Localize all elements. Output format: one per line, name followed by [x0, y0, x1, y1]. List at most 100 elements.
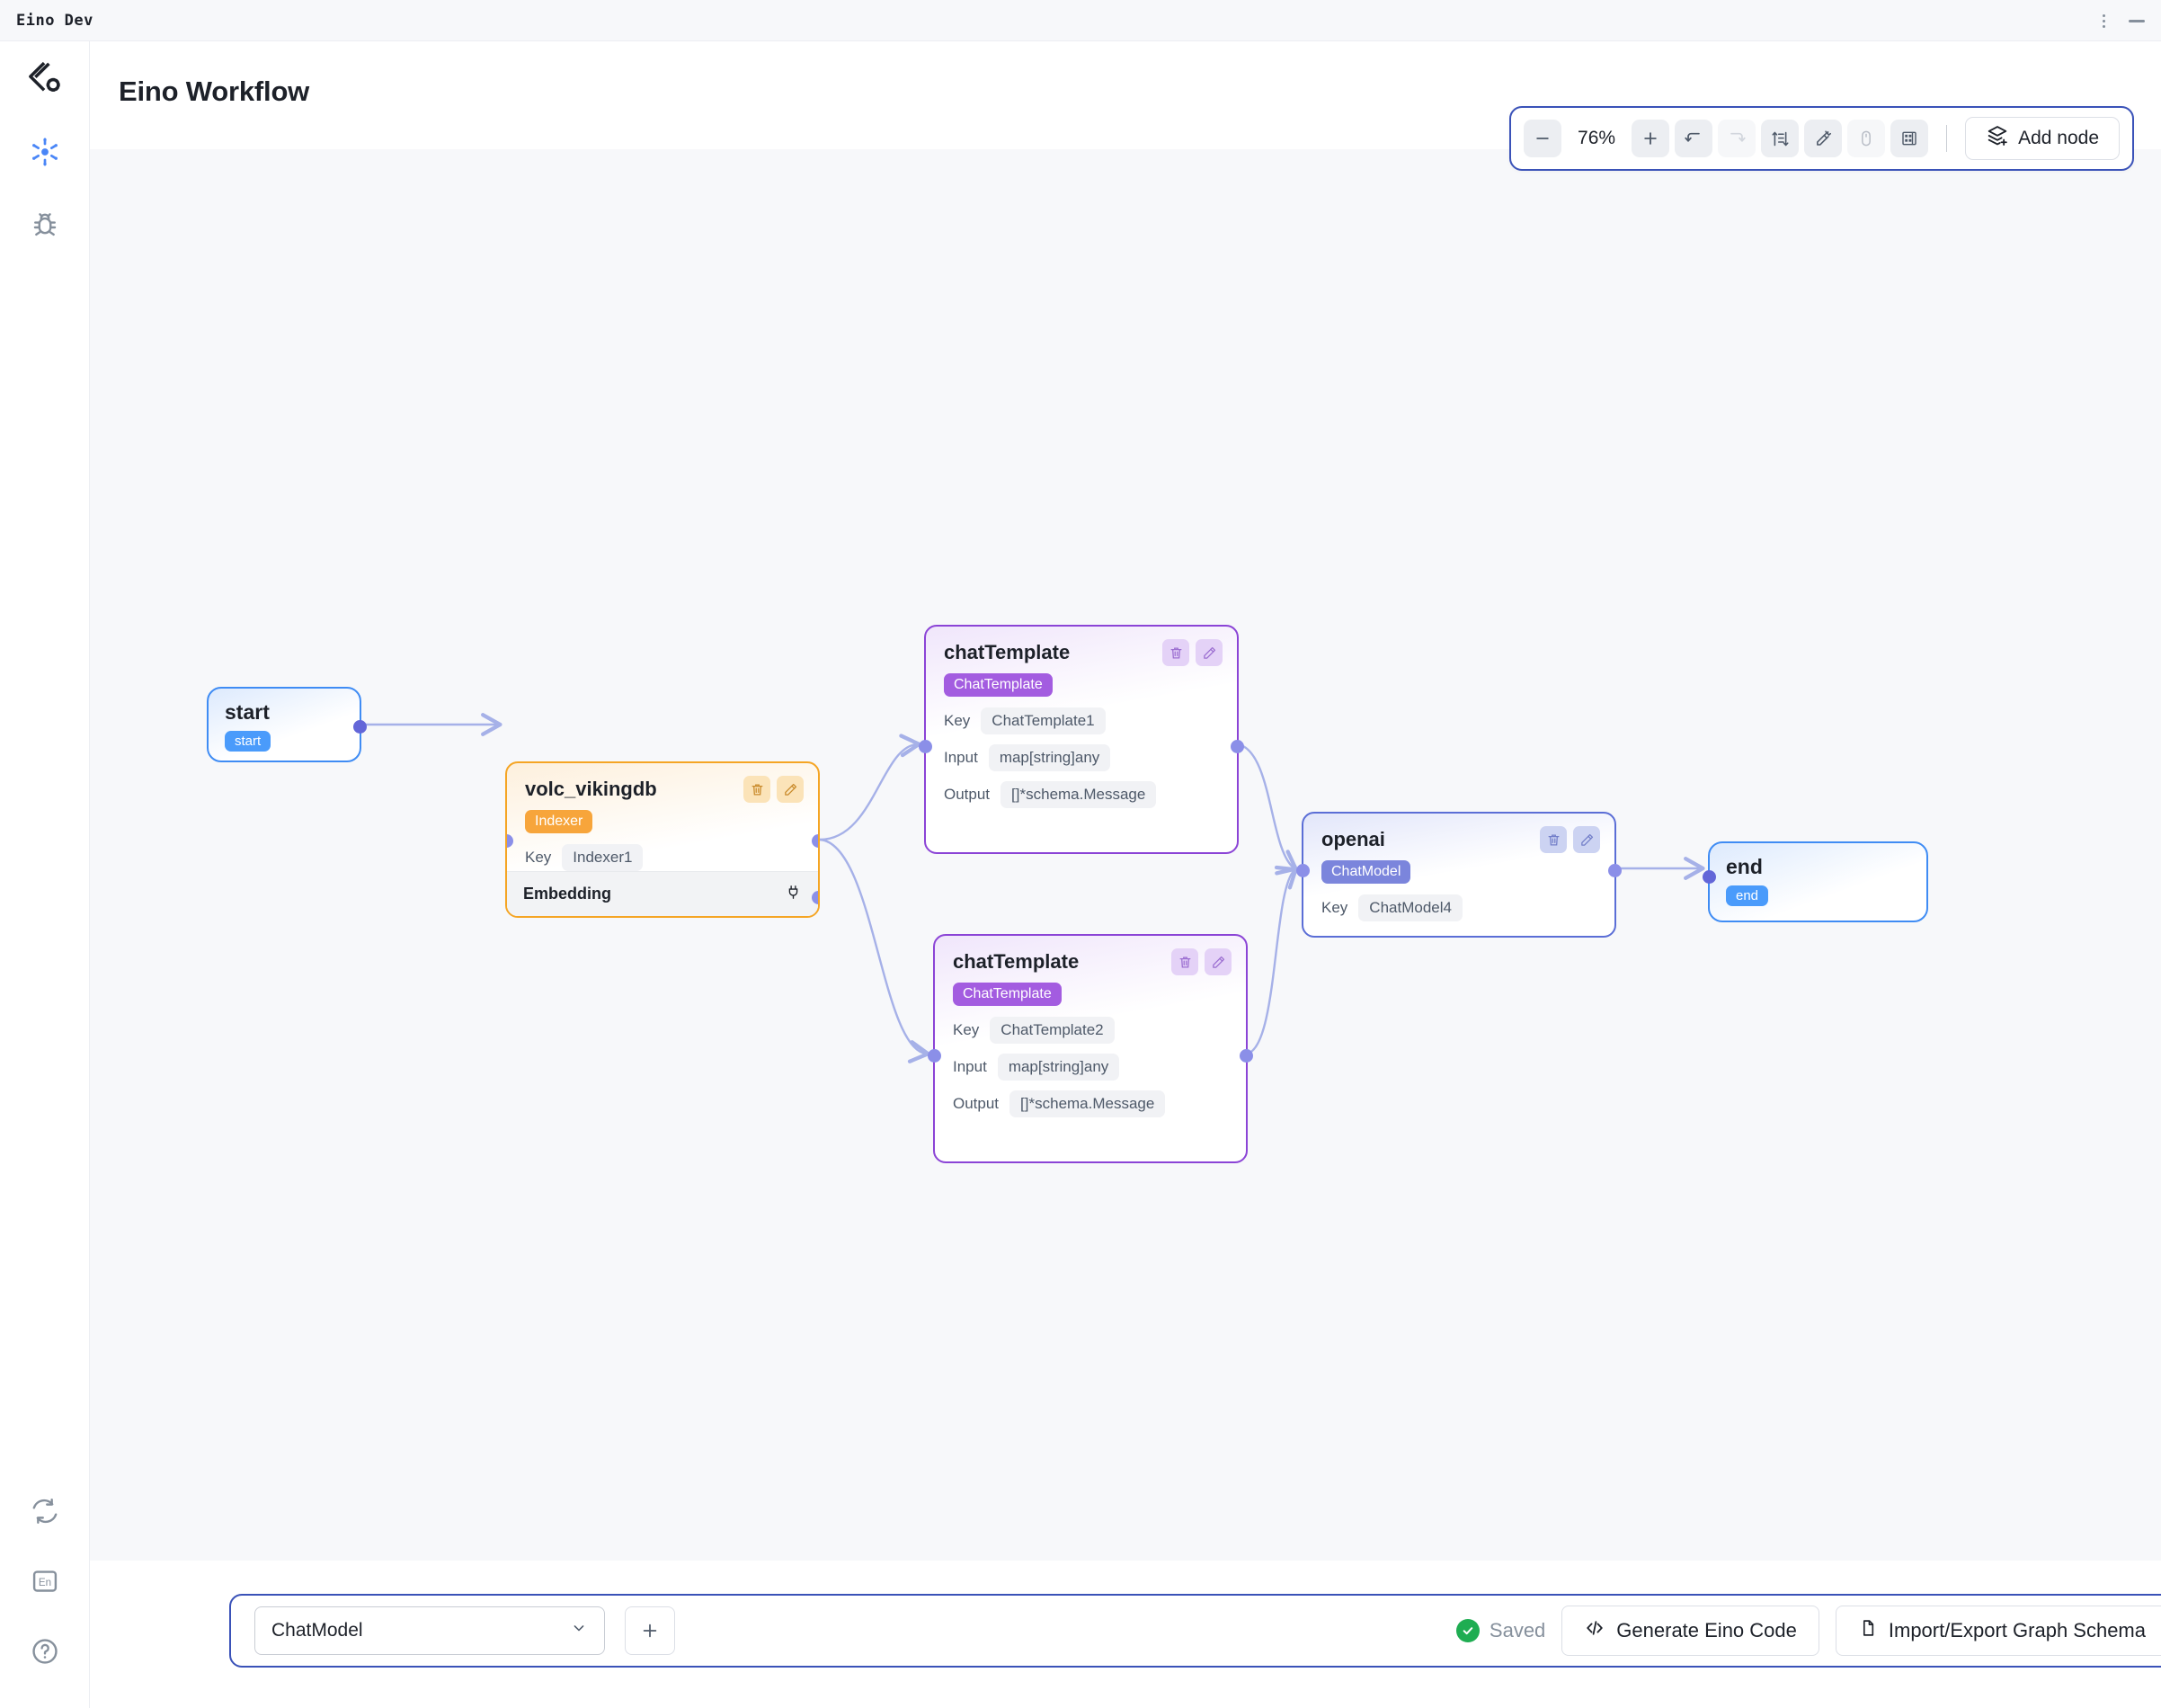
node-indexer-key-value: Indexer1	[562, 844, 644, 871]
more-vertical-icon[interactable]	[2103, 13, 2105, 28]
node-type-select-value: ChatModel	[271, 1620, 363, 1641]
node-template1-input-value: map[string]any	[988, 744, 1111, 771]
sync-icon[interactable]	[0, 1476, 90, 1546]
trash-icon[interactable]	[743, 776, 770, 803]
node-template1-tag: ChatTemplate	[944, 673, 1053, 697]
node-template1-output-value: []*schema.Message	[1000, 781, 1157, 808]
edge-indexer-template2	[819, 838, 930, 1063]
status-label: Saved	[1489, 1619, 1546, 1641]
app-title: Eino Dev	[16, 11, 93, 30]
graph-edges	[361, 713, 1705, 1063]
pencil-icon[interactable]	[1196, 639, 1223, 666]
zoom-level[interactable]: 76%	[1578, 128, 1616, 148]
import-export-schema-label: Import/Export Graph Schema	[1888, 1619, 2146, 1641]
plug-icon	[785, 884, 802, 905]
add-node-label: Add node	[2018, 128, 2099, 148]
port-template2-in[interactable]	[928, 1049, 941, 1063]
node-end[interactable]: end end	[1703, 841, 1928, 922]
node-template2-key-label: Key	[953, 1021, 980, 1038]
node-end-title: end	[1726, 855, 1763, 878]
redo-icon[interactable]	[1718, 120, 1756, 157]
zoom-out-button[interactable]	[1524, 120, 1562, 157]
node-template2-input-label: Input	[953, 1058, 987, 1075]
node-start[interactable]: start start	[207, 687, 367, 762]
generate-eino-code-label: Generate Eino Code	[1616, 1619, 1797, 1641]
port-template2-out[interactable]	[1240, 1049, 1253, 1063]
node-indexer-key-label: Key	[525, 849, 552, 866]
auto-layout-icon[interactable]	[1761, 120, 1800, 157]
node-template1-output-label: Output	[944, 786, 991, 803]
node-template2-output-value: []*schema.Message	[1009, 1090, 1166, 1117]
node-template1-key-value: ChatTemplate1	[981, 707, 1106, 734]
pencil-icon[interactable]	[777, 776, 804, 803]
port-template1-out[interactable]	[1231, 740, 1244, 753]
node-template2-tag: ChatTemplate	[953, 983, 1062, 1006]
page-title: Eino Workflow	[119, 76, 310, 107]
node-template1-input-label: Input	[944, 749, 978, 766]
edge-template2-openai	[1247, 867, 1298, 1055]
node-type-select[interactable]: ChatModel	[254, 1606, 605, 1655]
node-volc-vikingdb[interactable]: volc_vikingdb Indexer Key Indexer1 Embed…	[505, 761, 820, 918]
mouse-pointer-icon[interactable]	[1847, 120, 1886, 157]
left-rail: En	[0, 41, 90, 1708]
node-indexer-title: volc_vikingdb	[525, 778, 657, 800]
eino-logo-icon[interactable]	[0, 41, 90, 115]
node-indexer-tag: Indexer	[525, 810, 593, 833]
node-openai-key-value: ChatModel4	[1358, 894, 1463, 921]
node-start-title: start	[225, 700, 270, 724]
port-openai-in[interactable]	[1296, 864, 1310, 877]
node-openai-title: openai	[1321, 828, 1385, 850]
node-openai-tag: ChatModel	[1321, 860, 1411, 884]
help-icon[interactable]	[0, 1616, 90, 1686]
node-indexer-footer-label: Embedding	[523, 885, 611, 903]
toolbar-divider	[1946, 125, 1948, 152]
node-start-tag: start	[225, 731, 271, 752]
port-start-out[interactable]	[353, 720, 367, 734]
port-indexer-out[interactable]	[812, 834, 818, 848]
undo-icon[interactable]	[1675, 120, 1713, 157]
magic-wand-icon[interactable]	[1804, 120, 1843, 157]
svg-text:En: En	[39, 1577, 51, 1588]
check-circle-icon	[1455, 1619, 1480, 1642]
grid-layout-icon[interactable]	[1890, 120, 1929, 157]
port-template1-in[interactable]	[919, 740, 932, 753]
pencil-icon[interactable]	[1205, 948, 1232, 975]
import-export-schema-button[interactable]: Import/Export Graph Schema	[1835, 1606, 2161, 1656]
sidebar-item-graph[interactable]	[0, 115, 90, 189]
zoom-in-button[interactable]	[1632, 120, 1670, 157]
edge-template1-openai	[1238, 743, 1299, 872]
port-openai-out[interactable]	[1608, 864, 1622, 877]
main-area: Eino Workflow ChatModel Template	[90, 41, 2161, 1708]
pencil-icon[interactable]	[1573, 826, 1600, 853]
edge-indexer-template1	[819, 734, 921, 841]
language-icon[interactable]: En	[0, 1546, 90, 1616]
minimize-icon[interactable]	[2129, 19, 2145, 22]
add-node-button[interactable]: Add node	[1965, 117, 2120, 160]
node-chattemplate-2[interactable]: chatTemplate ChatTemplate Key ChatTempla…	[928, 934, 1253, 1163]
node-template2-title: chatTemplate	[953, 950, 1080, 973]
node-end-tag: end	[1726, 885, 1769, 906]
workflow-canvas[interactable]: start start volc_vikingdb Indexer Key In…	[90, 149, 2161, 1561]
node-template2-output-label: Output	[953, 1095, 1000, 1112]
node-template2-key-value: ChatTemplate2	[990, 1017, 1115, 1044]
add-layers-icon	[1986, 124, 2009, 153]
status-badge: Saved	[1455, 1619, 1546, 1642]
node-chattemplate-1[interactable]: chatTemplate ChatTemplate Key ChatTempla…	[919, 625, 1244, 854]
trash-icon[interactable]	[1171, 948, 1198, 975]
node-openai[interactable]: openai ChatModel Key ChatModel4	[1296, 812, 1622, 938]
port-indexer-embedding[interactable]	[812, 891, 818, 904]
generate-eino-code-button[interactable]: Generate Eino Code	[1561, 1606, 1819, 1656]
add-item-button[interactable]	[625, 1606, 675, 1655]
document-icon	[1858, 1618, 1878, 1643]
port-end-in[interactable]	[1703, 870, 1716, 884]
node-template1-title: chatTemplate	[944, 641, 1071, 663]
trash-icon[interactable]	[1162, 639, 1189, 666]
bottom-bar: ChatModel Saved Generate Eino Code	[229, 1594, 2161, 1668]
node-template1-key-label: Key	[944, 712, 971, 729]
node-template2-input-value: map[string]any	[997, 1054, 1120, 1081]
code-icon	[1584, 1617, 1605, 1644]
sidebar-item-debug[interactable]	[0, 189, 90, 262]
canvas-toolbar: 76%	[1509, 106, 2134, 171]
trash-icon[interactable]	[1540, 826, 1567, 853]
port-indexer-in[interactable]	[507, 834, 513, 848]
